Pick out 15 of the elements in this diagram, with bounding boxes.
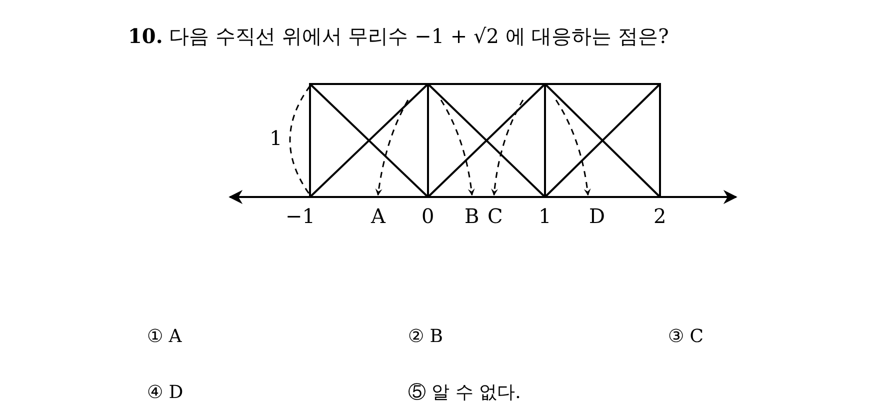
point-label: C (488, 206, 503, 226)
answer-choice: ⑤ 알 수 없다. (408, 384, 521, 402)
answer-choice: ③ C (668, 328, 704, 346)
height-label: 1 (270, 128, 282, 148)
tick-label: 1 (538, 206, 552, 226)
point-label: B (464, 206, 480, 226)
point-label: D (589, 206, 606, 226)
tick-label: 2 (654, 206, 666, 226)
answer-choice: ④ D (147, 384, 184, 402)
tick-label: −1 (286, 206, 315, 226)
point-label: A (371, 206, 386, 226)
question-text: 10. 다음 수직선 위에서 무리수 −1 + √2 에 대응하는 점은? (128, 26, 669, 46)
answer-choice: ① A (147, 328, 182, 346)
tick-label: 0 (422, 206, 434, 226)
answer-choice: ② B (408, 328, 443, 346)
